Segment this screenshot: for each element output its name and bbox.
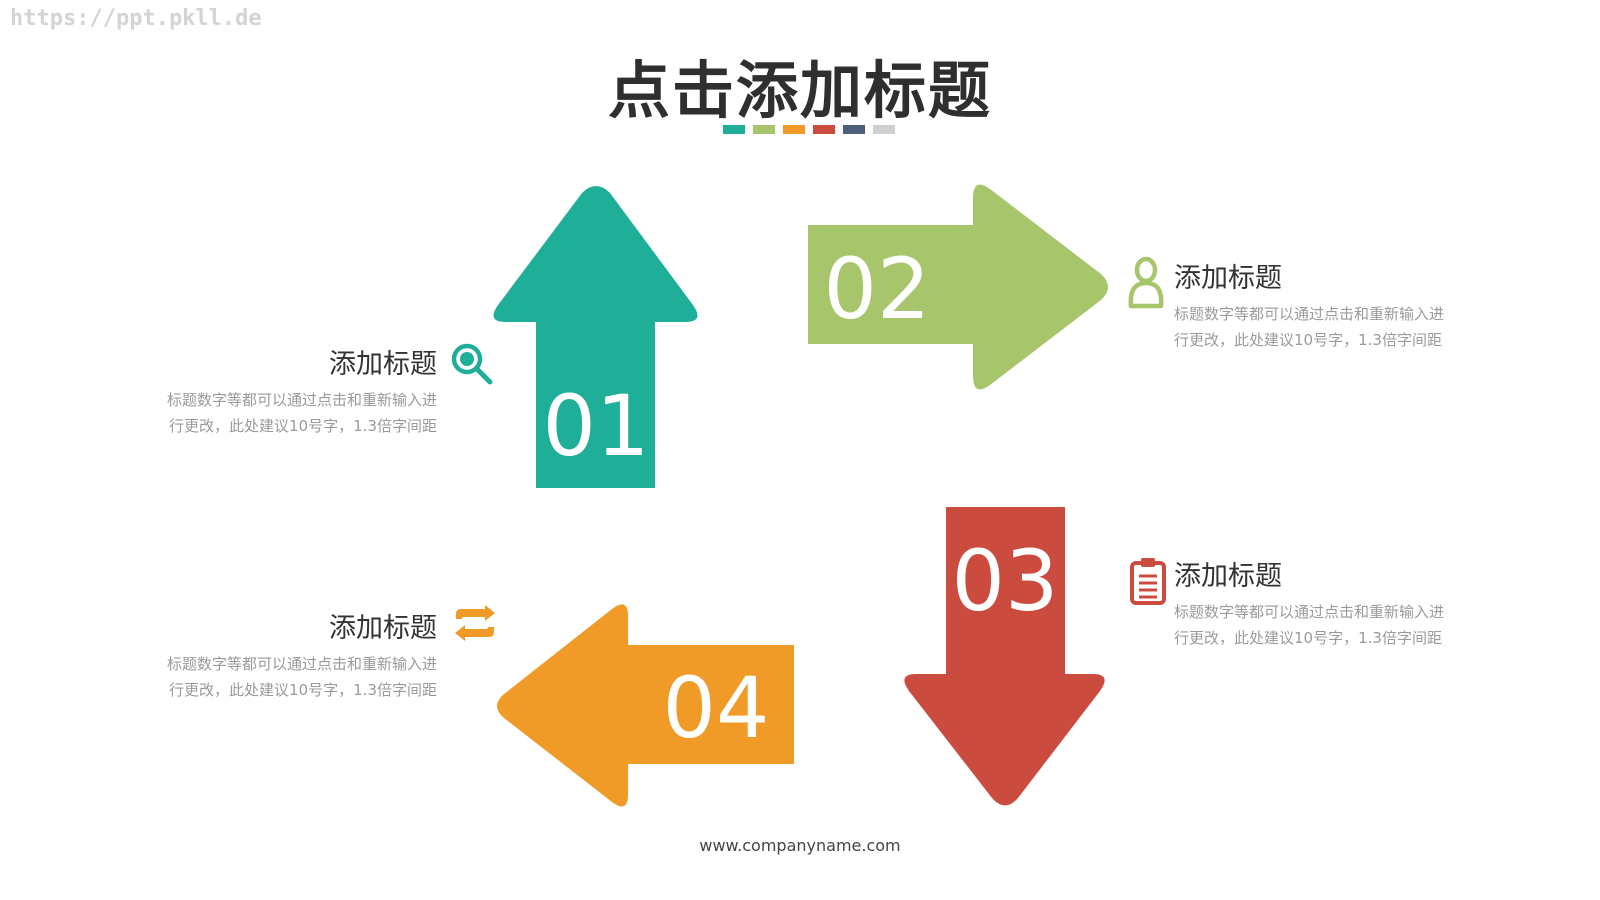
block-02-body-line2: 行更改，此处建议10号字，1.3倍字间距 bbox=[1174, 331, 1442, 349]
block-04-body-line2: 行更改，此处建议10号字，1.3倍字间距 bbox=[169, 681, 437, 699]
text-block-01[interactable]: 添加标题 标题数字等都可以通过点击和重新输入进 行更改，此处建议10号字，1.3… bbox=[137, 342, 437, 439]
watermark: https://ppt.pkll.de bbox=[10, 6, 262, 31]
block-03-heading: 添加标题 bbox=[1174, 561, 1282, 592]
slide-title[interactable]: 点击添加标题 bbox=[607, 54, 992, 127]
arrow-04-number: 04 bbox=[663, 659, 770, 757]
block-02-heading: 添加标题 bbox=[1174, 263, 1282, 294]
block-02-body: 标题数字等都可以通过点击和重新输入进 行更改，此处建议10号字，1.3倍字间距 bbox=[1174, 301, 1474, 353]
person-icon bbox=[1128, 256, 1164, 309]
search-icon bbox=[451, 343, 493, 385]
arrow-02[interactable]: 02 bbox=[808, 184, 1108, 390]
block-03-body-line1: 标题数字等都可以通过点击和重新输入进 bbox=[1174, 603, 1445, 621]
arrow-02-number: 02 bbox=[824, 240, 931, 338]
arrow-04-shape bbox=[497, 604, 794, 807]
swatch-green bbox=[753, 125, 775, 134]
text-block-02[interactable]: 添加标题 标题数字等都可以通过点击和重新输入进 行更改，此处建议10号字，1.3… bbox=[1174, 256, 1474, 353]
block-01-body-line2: 行更改，此处建议10号字，1.3倍字间距 bbox=[169, 417, 437, 435]
block-04-body-line1: 标题数字等都可以通过点击和重新输入进 bbox=[166, 655, 437, 673]
arrow-02-shape bbox=[808, 184, 1108, 390]
arrow-04[interactable]: 04 bbox=[497, 604, 794, 807]
footer-url[interactable]: www.companyname.com bbox=[699, 836, 901, 855]
swatch-red bbox=[813, 125, 835, 134]
block-03-body: 标题数字等都可以通过点击和重新输入进 行更改，此处建议10号字，1.3倍字间距 bbox=[1174, 599, 1474, 651]
block-01-heading: 添加标题 bbox=[329, 349, 437, 380]
block-04-body: 标题数字等都可以通过点击和重新输入进 行更改，此处建议10号字，1.3倍字间距 bbox=[137, 651, 437, 703]
text-block-03[interactable]: 添加标题 标题数字等都可以通过点击和重新输入进 行更改，此处建议10号字，1.3… bbox=[1174, 554, 1474, 651]
arrow-03-shape bbox=[904, 507, 1105, 806]
text-block-04[interactable]: 添加标题 标题数字等都可以通过点击和重新输入进 行更改，此处建议10号字，1.3… bbox=[137, 606, 437, 703]
arrow-01-shape bbox=[493, 186, 698, 488]
block-01-body: 标题数字等都可以通过点击和重新输入进 行更改，此处建议10号字，1.3倍字间距 bbox=[137, 387, 437, 439]
refresh-icon bbox=[455, 605, 495, 641]
clipboard-icon bbox=[1130, 558, 1166, 605]
block-03-body-line2: 行更改，此处建议10号字，1.3倍字间距 bbox=[1174, 629, 1442, 647]
swatch-slate bbox=[843, 125, 865, 134]
swatch-gray bbox=[873, 125, 895, 134]
color-swatches bbox=[723, 125, 895, 134]
block-02-body-line1: 标题数字等都可以通过点击和重新输入进 bbox=[1174, 305, 1445, 323]
swatch-teal bbox=[723, 125, 745, 134]
swatch-orange bbox=[783, 125, 805, 134]
block-01-body-line1: 标题数字等都可以通过点击和重新输入进 bbox=[166, 391, 437, 409]
arrow-01-number: 01 bbox=[543, 377, 650, 475]
arrow-03[interactable]: 03 bbox=[904, 507, 1105, 806]
block-04-heading: 添加标题 bbox=[329, 613, 437, 644]
arrow-01[interactable]: 01 bbox=[493, 186, 698, 488]
arrow-03-number: 03 bbox=[952, 532, 1059, 630]
